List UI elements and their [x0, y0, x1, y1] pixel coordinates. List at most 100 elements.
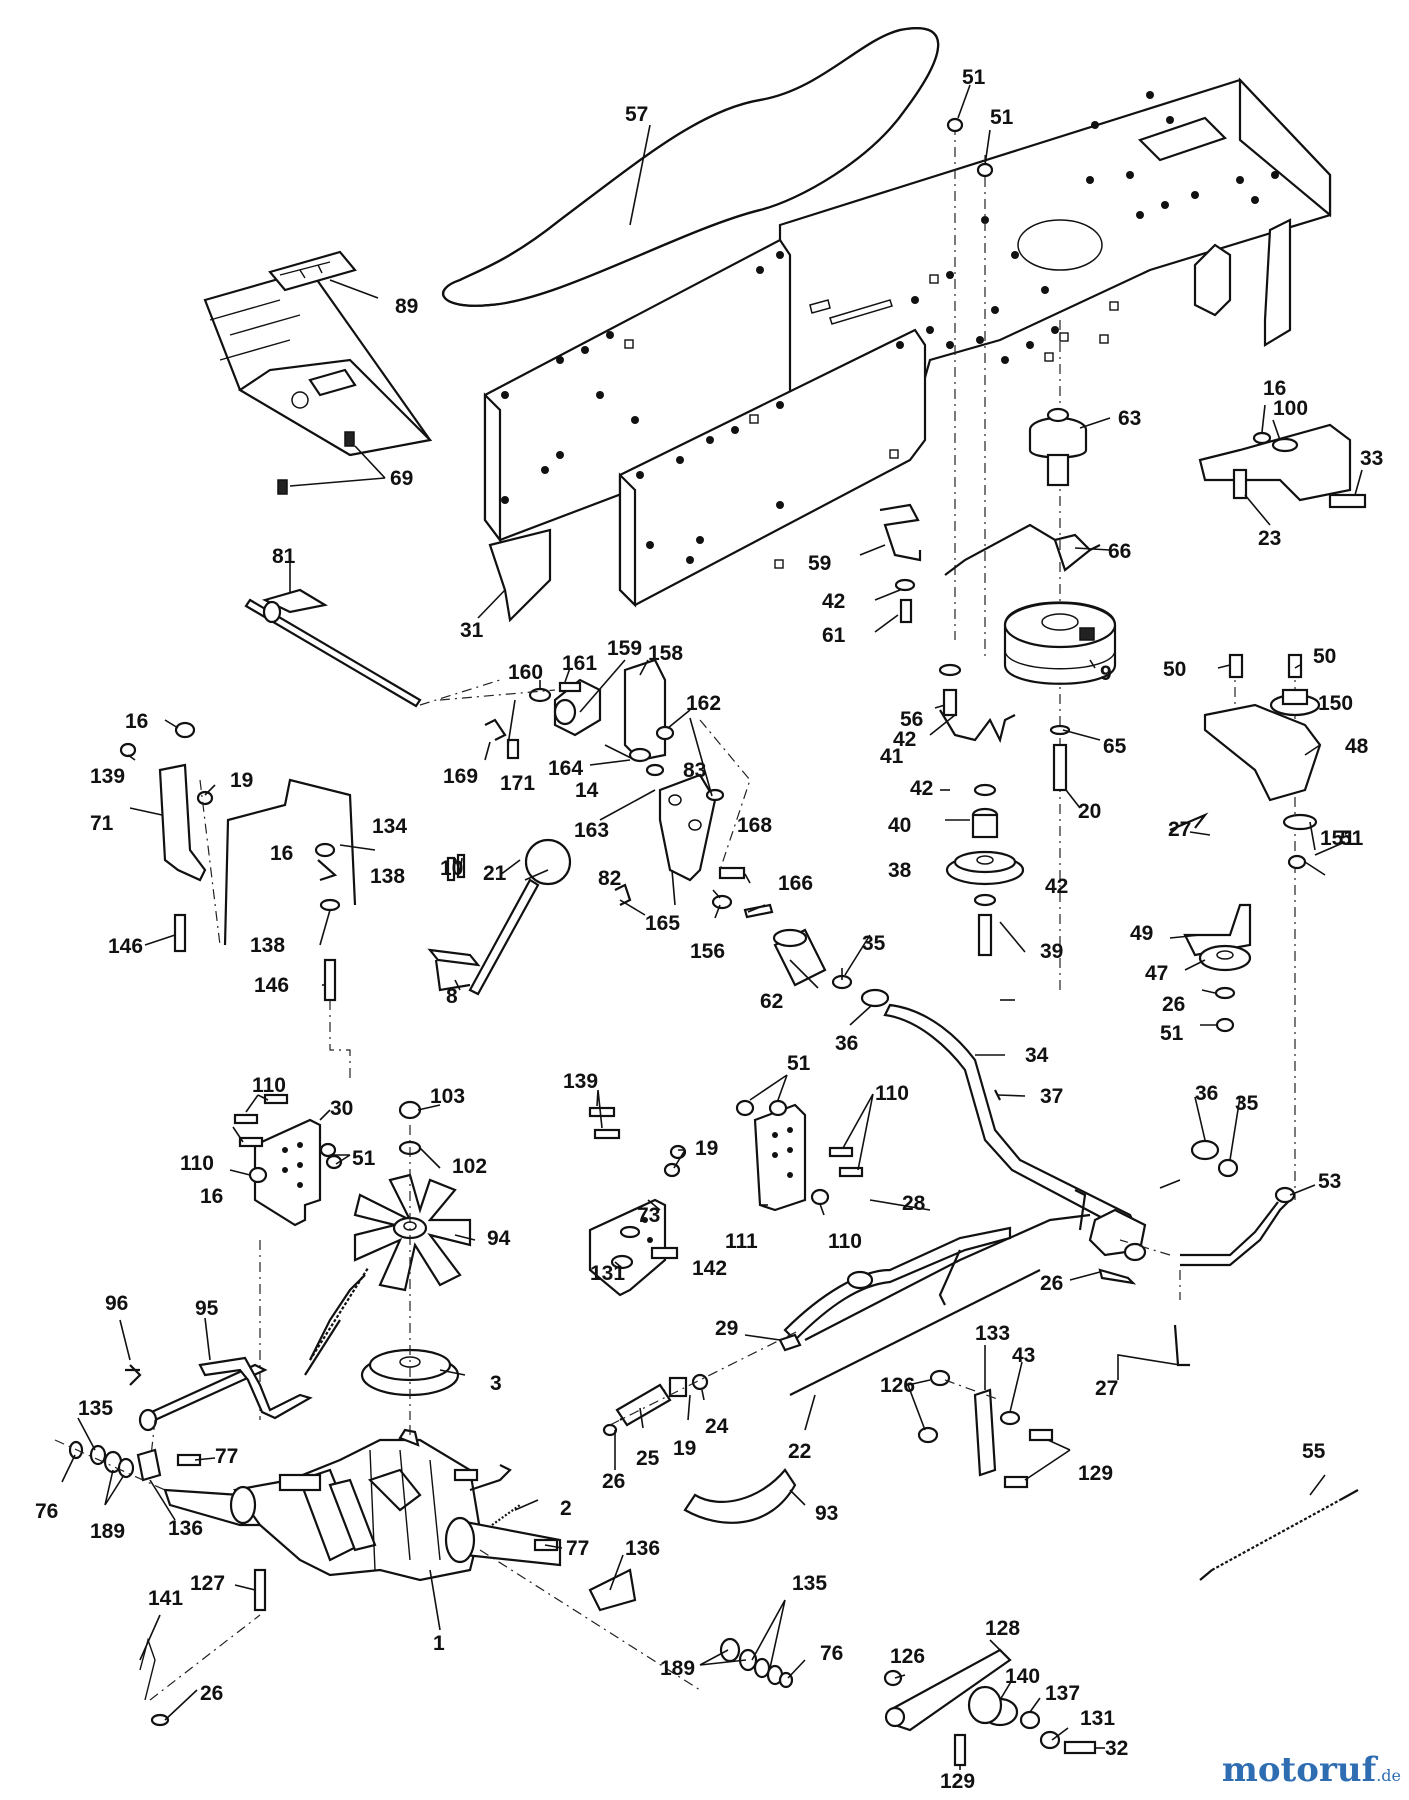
tension-spring	[602, 1329, 801, 1437]
callout-76: 76	[35, 1500, 58, 1523]
callout-136: 136	[625, 1537, 660, 1560]
callout-66: 66	[1108, 540, 1131, 563]
callout-69: 69	[390, 467, 413, 490]
callout-189: 189	[660, 1657, 695, 1680]
callout-53: 53	[1318, 1170, 1341, 1193]
callout-129: 129	[940, 1770, 975, 1793]
callout-16: 16	[1263, 377, 1286, 400]
fan-pulley	[353, 1100, 472, 1420]
callout-134: 134	[372, 815, 407, 838]
callout-26: 26	[1040, 1272, 1063, 1295]
callout-171: 171	[500, 772, 535, 795]
callout-103: 103	[430, 1085, 465, 1108]
callout-51: 51	[962, 66, 986, 89]
callout-56: 56	[900, 708, 923, 731]
callout-51: 51	[352, 1147, 376, 1170]
callout-19: 19	[695, 1137, 718, 1160]
callout-100: 100	[1273, 397, 1308, 420]
callout-38: 38	[888, 859, 912, 882]
callout-126: 126	[880, 1374, 915, 1397]
callout-151: 151	[1320, 827, 1355, 850]
callout-1: 1	[433, 1632, 445, 1655]
callout-26: 26	[1162, 993, 1185, 1016]
callout-131: 131	[590, 1262, 625, 1285]
motoruf-watermark: motoruf.de	[1222, 1750, 1401, 1790]
chassis-frame	[483, 77, 1332, 608]
drive-belt	[442, 27, 940, 307]
callout-83: 83	[683, 759, 706, 782]
callout-23: 23	[1258, 527, 1281, 550]
callout-27: 27	[1168, 818, 1191, 841]
callout-82: 82	[598, 867, 621, 890]
callout-161: 161	[562, 652, 597, 675]
callout-51: 51	[1160, 1022, 1184, 1045]
callout-110: 110	[875, 1082, 909, 1105]
callout-133: 133	[975, 1322, 1010, 1345]
callout-127: 127	[190, 1572, 225, 1595]
callout-162: 162	[686, 692, 721, 715]
hose-93	[683, 1468, 797, 1524]
callout-163: 163	[574, 819, 609, 842]
callout-55: 55	[1302, 1440, 1326, 1463]
left-mount-plate	[233, 1093, 343, 1420]
callout-42: 42	[1045, 875, 1068, 898]
callout-36: 36	[1195, 1082, 1218, 1105]
callout-34: 34	[1025, 1044, 1049, 1067]
callout-129: 129	[1078, 1462, 1113, 1485]
callout-42: 42	[822, 590, 845, 613]
callout-77: 77	[215, 1445, 238, 1468]
callout-21: 21	[483, 862, 507, 885]
leader-lines	[61, 84, 1363, 1770]
callout-labels: 57 51 51 89 69 63 16 100 33 23 59 66 81 …	[35, 66, 1383, 1793]
callout-16: 16	[270, 842, 293, 865]
center-bracket-111	[735, 1099, 864, 1212]
callout-77: 77	[566, 1537, 589, 1560]
callout-39: 39	[1040, 940, 1063, 963]
idler-assembly	[1169, 653, 1322, 1200]
callout-30: 30	[330, 1097, 353, 1120]
callout-81: 81	[272, 545, 296, 568]
callout-146: 146	[108, 935, 143, 958]
callout-61: 61	[822, 624, 846, 647]
callout-89: 89	[395, 295, 418, 318]
callout-76: 76	[820, 1642, 843, 1665]
control-rods	[778, 1186, 1296, 1396]
callout-16: 16	[200, 1185, 223, 1208]
callout-135: 135	[792, 1572, 827, 1595]
callout-50: 50	[1163, 658, 1186, 681]
callout-14: 14	[575, 779, 599, 802]
callout-140: 140	[1005, 1665, 1040, 1688]
callout-102: 102	[452, 1155, 487, 1178]
callout-95: 95	[195, 1297, 219, 1320]
callout-10: 10	[440, 857, 463, 880]
callout-164: 164	[548, 757, 583, 780]
callout-142: 142	[692, 1257, 727, 1280]
callout-94: 94	[487, 1227, 511, 1250]
callout-50: 50	[1313, 645, 1336, 668]
callout-71: 71	[90, 812, 114, 835]
callout-51: 51	[1340, 827, 1364, 850]
callout-41: 41	[880, 745, 904, 768]
callout-96: 96	[105, 1292, 128, 1315]
callout-63: 63	[1118, 407, 1141, 430]
callout-110: 110	[828, 1230, 862, 1253]
callout-47: 47	[1145, 962, 1168, 985]
callout-189: 189	[90, 1520, 125, 1543]
callout-136: 136	[168, 1517, 203, 1540]
callout-128: 128	[985, 1617, 1020, 1640]
callout-156: 156	[690, 940, 725, 963]
callout-73: 73	[637, 1204, 660, 1227]
callout-141: 141	[148, 1587, 183, 1610]
callout-35: 35	[862, 932, 886, 955]
callout-135: 135	[78, 1397, 113, 1420]
callout-42: 42	[893, 728, 916, 751]
callout-8: 8	[446, 985, 458, 1008]
callout-110: 110	[252, 1074, 286, 1097]
callout-51: 51	[990, 106, 1014, 129]
brake-lever	[125, 1267, 369, 1466]
callout-19: 19	[230, 769, 253, 792]
callout-36: 36	[835, 1032, 858, 1055]
pulley-stack	[894, 117, 1117, 990]
right-axle-hardware	[469, 1464, 794, 1691]
